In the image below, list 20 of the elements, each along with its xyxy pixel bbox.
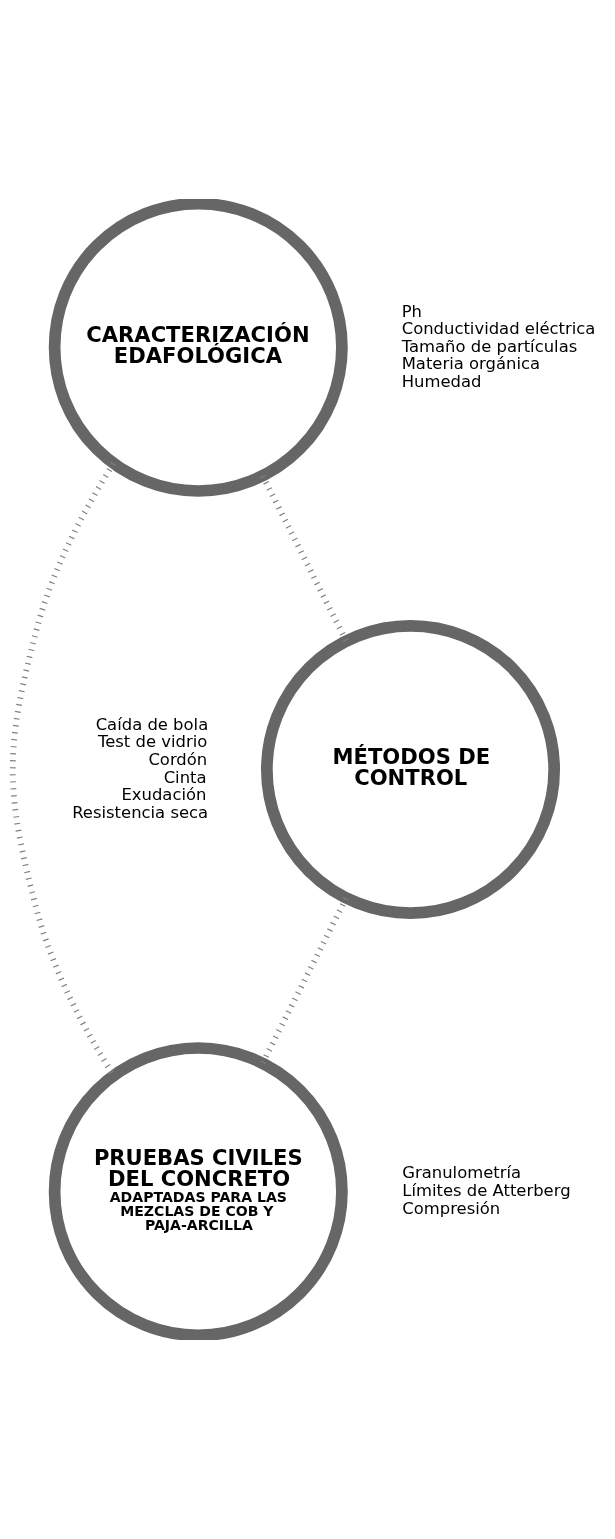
node-label: Humedad <box>401 371 482 391</box>
node-label: Granulometría <box>402 1163 522 1183</box>
node-label: Caída de bola <box>95 714 209 734</box>
node-circle: PRUEBAS CIVILES DEL CONCRETO ADAPTADAS PARA LAS MEZCLAS DE COB Y PAJA-ARCILLA <box>48 1042 348 1340</box>
node-label: Compresión <box>402 1198 501 1218</box>
node-label: Cinta <box>163 767 207 787</box>
connector <box>260 897 349 1065</box>
node-label: Tamaño de partículas <box>401 336 578 356</box>
node-label: Ph <box>401 301 423 321</box>
node-circle: MÉTODOS DE CONTROL <box>261 620 561 919</box>
node-label: Conductividad eléctrica <box>401 319 596 339</box>
node-label: Límites de Atterberg <box>402 1181 571 1200</box>
node-label: Exudación <box>121 785 207 805</box>
connector <box>9 462 116 1077</box>
node-label: Test de vidrio <box>98 732 208 752</box>
node-label: Materia orgánica <box>401 354 541 374</box>
node-label: Resistencia seca <box>72 802 209 822</box>
connector <box>260 474 349 643</box>
node-label: Cordón <box>148 750 208 770</box>
node-circle: CARACTERIZACIÓN EDAFOLÓGICA <box>48 199 348 497</box>
